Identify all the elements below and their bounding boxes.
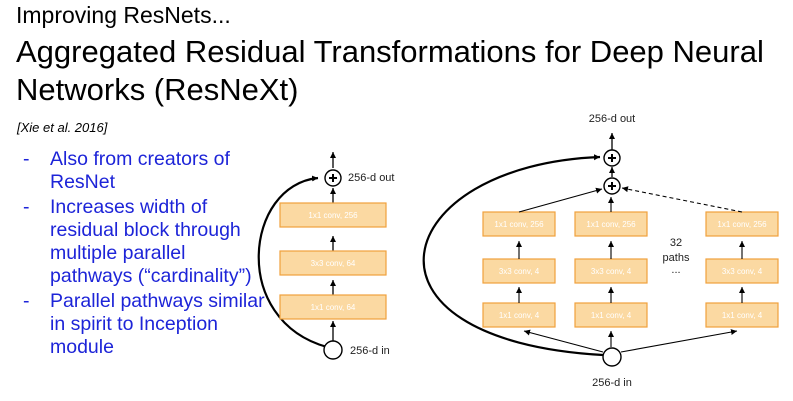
edge: [523, 329, 604, 353]
edge: [620, 329, 738, 353]
conv-layer: [482, 302, 556, 328]
input-node-icon: [323, 340, 343, 360]
bullet-list: -Also from creators of ResNet -Increases…: [20, 148, 265, 361]
bullet-item: -Parallel pathways similar in spirit to …: [20, 290, 265, 359]
bullet-dash: -: [23, 148, 30, 170]
layer-label: 3x3 conv, 4: [591, 267, 632, 276]
paths-word: paths: [663, 252, 690, 264]
bullet-dash: -: [23, 290, 30, 312]
conv-layer: [574, 302, 648, 328]
bullet-item: -Increases width of residual block throu…: [20, 196, 265, 288]
layer-label: 1x1 conv, 256: [494, 220, 544, 229]
in-label: 256-d in: [592, 377, 632, 389]
path-column: 1x1 conv, 4 3x3 conv, 4 1x1 conv, 256: [620, 186, 779, 353]
conv-layer: [482, 211, 556, 237]
citation: [Xie et al. 2016]: [17, 120, 108, 135]
bullet-text: Also from creators of ResNet: [50, 148, 230, 193]
slide-title: Aggregated Residual Transformations for …: [16, 34, 764, 107]
layer-label: 3x3 conv, 64: [311, 259, 356, 268]
conv-layer: [574, 211, 648, 237]
out-label: 256-d out: [589, 113, 635, 125]
bullet-text: Parallel pathways similar in spirit to I…: [50, 290, 265, 358]
resnet-block: 1x1 conv, 256 3x3 conv, 64 1x1 conv, 64 …: [257, 152, 394, 360]
bullet-dash: -: [23, 196, 30, 218]
layer-label: 1x1 conv, 256: [586, 220, 636, 229]
conv-layer: [705, 211, 779, 237]
conv-layer: [705, 258, 779, 284]
conv-layer: 1x1 conv, 256: [279, 202, 387, 228]
path-column: 1x1 conv, 4 3x3 conv, 4 1x1 conv, 256: [574, 197, 648, 347]
slide-kicker: Improving ResNets...: [16, 2, 231, 28]
conv-layer: 3x3 conv, 64: [279, 250, 387, 276]
layer-label: 3x3 conv, 4: [722, 267, 763, 276]
layer-label: 1x1 conv, 4: [722, 311, 763, 320]
bullet-item: -Also from creators of ResNet: [20, 148, 265, 194]
layer-label: 1x1 conv, 4: [499, 311, 540, 320]
plus-node-icon: [603, 149, 621, 167]
layer-label: 1x1 conv, 64: [311, 303, 356, 312]
bullet-text: Increases width of residual block throug…: [50, 196, 252, 287]
input-node-icon: [602, 347, 622, 367]
path-column: 1x1 conv, 4 3x3 conv, 4 1x1 conv, 256: [482, 187, 604, 353]
skip-connection: [422, 154, 604, 357]
plus-node-icon: [603, 177, 621, 195]
layer-label: 3x3 conv, 4: [499, 267, 540, 276]
layer-label: 1x1 conv, 256: [717, 220, 767, 229]
layer-label: 1x1 conv, 256: [308, 211, 358, 220]
layer-label: 1x1 conv, 4: [591, 311, 632, 320]
edge: [621, 186, 743, 213]
paths-ellipsis: ...: [671, 264, 680, 276]
in-label: 256-d in: [350, 345, 390, 357]
paths-count: 32: [670, 237, 682, 249]
out-label: 256-d out: [348, 172, 394, 184]
resnext-block: 256-d out 256-d in 1x1 conv, 4 3x3 conv,…: [422, 113, 779, 389]
conv-layer: 1x1 conv, 64: [279, 294, 387, 320]
conv-layer: [574, 258, 648, 284]
plus-node-icon: [324, 169, 342, 187]
skip-connection: [257, 175, 328, 349]
edge: [518, 187, 603, 213]
